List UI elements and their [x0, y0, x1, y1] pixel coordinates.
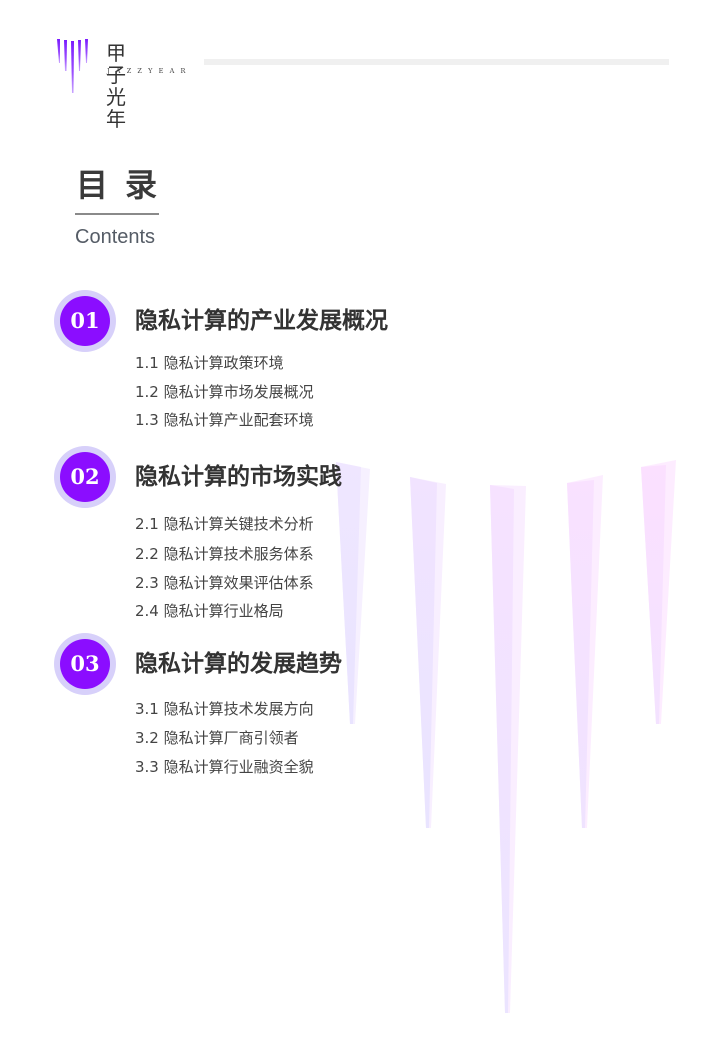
toc-entry[interactable]: 2.4 隐私计算行业格局 — [135, 602, 284, 620]
toc-entry[interactable]: 3.2 隐私计算厂商引领者 — [135, 729, 299, 747]
toc-title: 目录 — [76, 166, 175, 204]
toc-entry[interactable]: 1.3 隐私计算产业配套环境 — [135, 411, 314, 429]
logo-icon — [57, 39, 88, 93]
toc-subtitle: Contents — [75, 226, 156, 248]
toc-entry[interactable]: 1.1 隐私计算政策环境 — [135, 354, 284, 372]
shard-2 — [410, 477, 446, 828]
logo-text-en: JAZZYEAR — [107, 67, 192, 75]
header-divider-bar — [204, 59, 669, 65]
toc-entry[interactable]: 1.2 隐私计算市场发展概况 — [135, 383, 314, 401]
shard-3 — [490, 485, 526, 1013]
chapter-title[interactable]: 隐私计算的发展趋势 — [135, 650, 342, 677]
chapter-title[interactable]: 隐私计算的市场实践 — [135, 463, 342, 490]
shard-4 — [567, 475, 603, 828]
chapter-number: 02 — [60, 452, 110, 502]
chapter-number-badge: 03 — [54, 633, 116, 695]
chapter-number: 03 — [60, 639, 110, 689]
shard-5 — [641, 460, 676, 724]
toc-title-underline — [75, 213, 159, 215]
toc-entry[interactable]: 2.1 隐私计算关键技术分析 — [135, 515, 314, 533]
toc-entry[interactable]: 3.1 隐私计算技术发展方向 — [135, 700, 314, 718]
logo-text-cn: 甲子光年 — [106, 41, 128, 131]
shard-1 — [336, 462, 370, 724]
chapter-number: 01 — [60, 296, 110, 346]
toc-entry[interactable]: 3.3 隐私计算行业融资全貌 — [135, 758, 314, 776]
chapter-number-badge: 02 — [54, 446, 116, 508]
toc-entry[interactable]: 2.2 隐私计算技术服务体系 — [135, 545, 314, 563]
chapter-title[interactable]: 隐私计算的产业发展概况 — [135, 307, 388, 334]
toc-entry[interactable]: 2.3 隐私计算效果评估体系 — [135, 574, 314, 592]
chapter-number-badge: 01 — [54, 290, 116, 352]
